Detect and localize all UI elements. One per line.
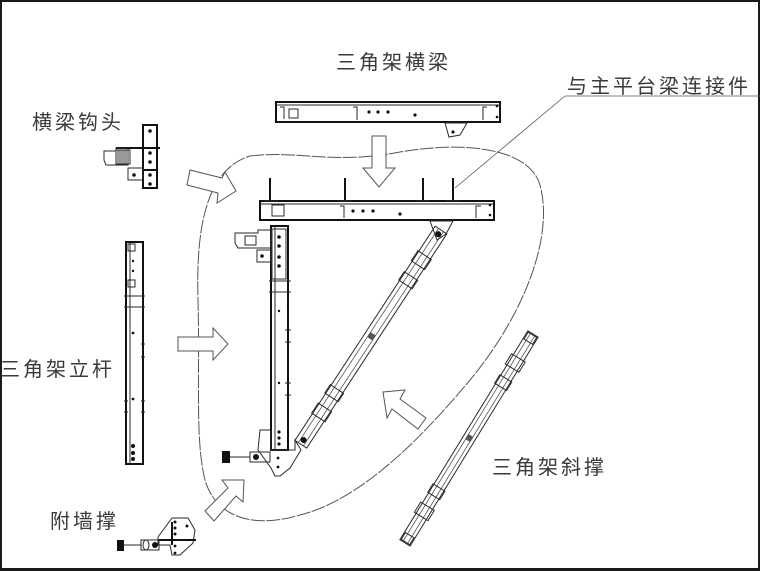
label-crossbeam-hook: 横梁钩头	[32, 110, 124, 134]
crossbeam-part	[275, 101, 501, 138]
label-upright: 三角架立杆	[0, 357, 115, 381]
crossbeam-hook-part	[103, 124, 160, 189]
hook-arrow	[186, 169, 237, 204]
assembled-crossbeam	[259, 178, 495, 221]
upright-part	[124, 241, 145, 465]
connector-leader-line	[454, 95, 760, 189]
label-connector: 与主平台梁连接件	[567, 74, 751, 98]
brace-arrow	[382, 389, 427, 430]
label-crossbeam: 三角架横梁	[336, 50, 451, 74]
down-arrow	[361, 135, 397, 188]
upright-arrow	[177, 326, 229, 362]
upright-ticks	[269, 280, 291, 396]
assembled-diagonal-brace	[294, 220, 454, 449]
diagonal-brace-part	[399, 330, 539, 547]
assembled-upright	[222, 225, 302, 477]
assembly-boundary-outline	[197, 146, 544, 522]
label-wall-brace: 附墙撑	[50, 509, 119, 533]
wall-brace-arrow	[204, 479, 245, 522]
wall-brace-part	[117, 517, 196, 556]
label-diagonal-brace: 三角架斜撑	[492, 455, 607, 479]
